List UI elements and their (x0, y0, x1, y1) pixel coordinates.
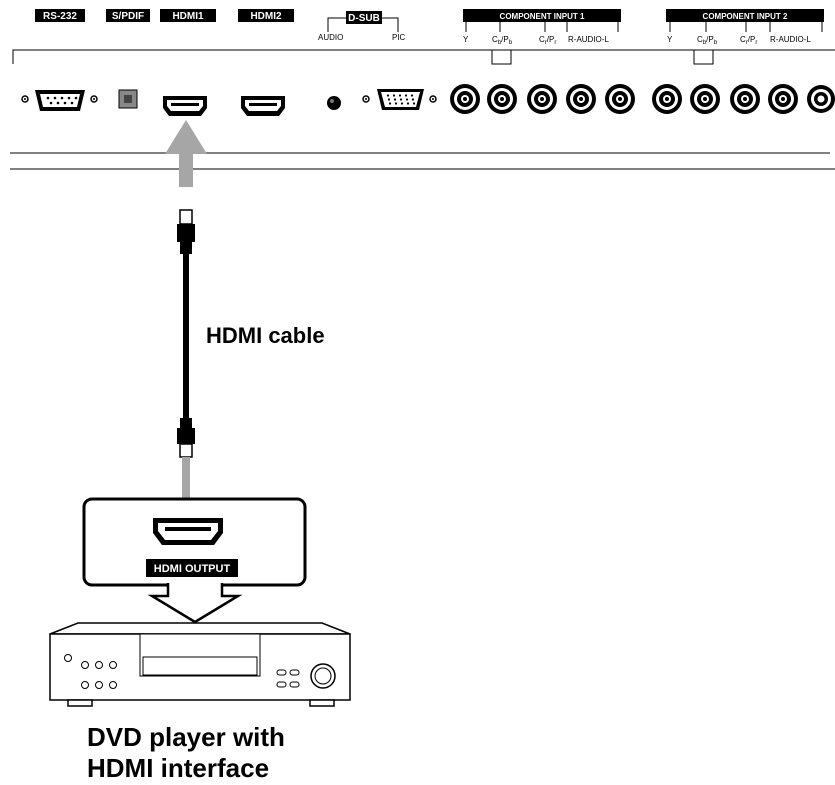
comp1-audio-label: R-AUDIO-L (568, 35, 609, 44)
tv-back-panel (10, 49, 835, 170)
rca-jack (730, 84, 760, 114)
volume-knob-icon (310, 663, 336, 689)
rs232-port (21, 90, 98, 111)
hdmi2-port (241, 96, 285, 116)
rca-jack (768, 84, 798, 114)
dvd-player (49, 622, 351, 707)
rca-jack (605, 84, 635, 114)
rca-jack (807, 85, 835, 113)
spdif-port (118, 89, 138, 109)
rca-jack (487, 84, 517, 114)
component-2-rca-jacks (652, 84, 835, 114)
dsub-label: D-SUB (348, 13, 380, 24)
device-caption-line-1: DVD player with (87, 722, 285, 752)
comp1-crpr-label: Cr/Pr (539, 35, 556, 46)
top-labels: RS-232 S/PDIF HDMI1 HDMI2 D-SUB AUDIO PI… (35, 9, 824, 65)
hdmi1-label: HDMI1 (172, 11, 204, 22)
dsub-audio-jack (327, 96, 341, 110)
pic-label: PIC (392, 33, 406, 42)
component-input-1-label: COMPONENT INPUT 1 (500, 12, 585, 21)
disc-tray (139, 633, 261, 677)
spdif-label: S/PDIF (112, 11, 144, 22)
comp2-audio-label: R-AUDIO-L (770, 35, 811, 44)
rca-jack (652, 84, 682, 114)
comp1-y-label: Y (463, 35, 469, 44)
comp1-cbpb-label: Cb/Pb (492, 35, 513, 46)
dvd-hdmi-output-port (153, 518, 223, 545)
comp2-y-label: Y (667, 35, 673, 44)
vga-port (362, 89, 437, 110)
audio-label: AUDIO (318, 33, 343, 42)
rca-jack (527, 84, 557, 114)
front-buttons (64, 654, 117, 689)
rca-jack (566, 84, 596, 114)
component-input-2-label: COMPONENT INPUT 2 (703, 12, 788, 21)
device-caption-line-2: HDMI interface (87, 753, 269, 783)
transport-buttons (276, 669, 300, 688)
component-1-rca-jacks (450, 84, 635, 114)
insert-arrow-up-icon (165, 120, 207, 187)
comp2-cbpb-label: Cb/Pb (697, 35, 718, 46)
hdmi-cable-label: HDMI cable (206, 323, 325, 348)
rca-jack (450, 84, 480, 114)
rs232-label: RS-232 (43, 11, 77, 22)
hdmi2-label: HDMI2 (250, 11, 282, 22)
hdmi-output-label: HDMI OUTPUT (154, 563, 231, 575)
rca-jack (690, 84, 720, 114)
hdmi-output-callout: HDMI OUTPUT (82, 497, 307, 624)
hdmi1-port (163, 96, 207, 116)
hdmi-cable (177, 209, 195, 458)
comp2-crpr-label: Cr/Pr (740, 35, 757, 46)
